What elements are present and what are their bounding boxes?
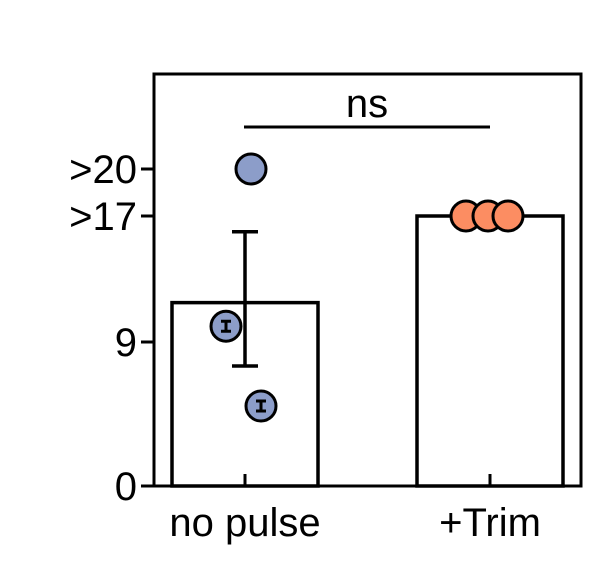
y-tick-label-1: 0: [115, 465, 137, 509]
y-tick-label-3: >17: [69, 195, 137, 239]
data-point-1-1: [234, 152, 268, 186]
y-tick-label-4: >20: [69, 148, 137, 192]
y-tick-label-2: 9: [115, 321, 137, 365]
significance-label: ns: [346, 82, 388, 126]
point-error-mark-1-3: [256, 399, 266, 413]
plot-frame: [152, 72, 583, 488]
bar-2: [415, 214, 565, 488]
x-tick-label-1: no pulse: [169, 501, 320, 545]
data-point-2-3: [491, 199, 525, 233]
x-tick-label-2: +Trim: [439, 501, 541, 545]
point-error-mark-1-2: [221, 319, 231, 333]
